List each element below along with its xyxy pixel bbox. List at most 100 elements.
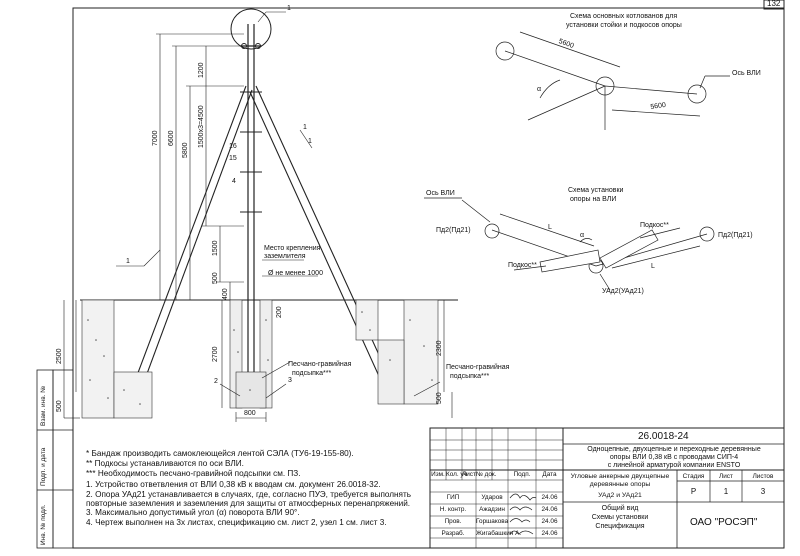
- note-5: повторные заземления и заземления для за…: [86, 499, 411, 508]
- sheet-label: Лист: [719, 473, 733, 480]
- sig-role-0: ГИП: [446, 494, 460, 501]
- stage-value: Р: [690, 487, 697, 496]
- note-3: 1. Устройство ответвления от ВЛИ 0,38 кВ…: [86, 480, 381, 489]
- view-title-2: Схемы установки: [591, 514, 649, 521]
- page-number: 132: [767, 0, 781, 8]
- dim-2300: 2300: [436, 340, 443, 356]
- pit-right: [355, 299, 439, 405]
- dim-7000: 7000: [152, 130, 159, 146]
- callout-1-top: 1: [287, 5, 291, 12]
- scheme1-title: Схема основных котлованов для: [570, 13, 678, 20]
- left-brace: [129, 85, 247, 395]
- dim-500-upper: 500: [212, 272, 219, 284]
- col-list: Лист: [462, 471, 476, 478]
- dim-400: 400: [222, 288, 229, 300]
- scheme2-brace-2: Подкос**: [508, 262, 537, 269]
- sheets-label: Листов: [752, 473, 774, 480]
- scheme2-brace-1: Подкос**: [640, 222, 669, 229]
- callout-1-right: 1: [303, 124, 307, 131]
- scheme1-title-2: установки стойки и подкосов опоры: [566, 22, 682, 29]
- sand-label-2b: подсыпка***: [450, 373, 490, 380]
- scheme2-angle: α: [580, 232, 585, 239]
- col-kol: Кол. уч: [446, 471, 467, 478]
- sig-date-0: 24.06: [541, 494, 558, 501]
- sig-role-3: Разраб.: [441, 530, 465, 537]
- sand-label-1b: подсыпка***: [292, 370, 332, 377]
- callout-1-mid: 1: [308, 138, 312, 145]
- pit-center: [229, 299, 273, 409]
- scheme2-left-node: Пд2(Пд21): [436, 227, 471, 234]
- scheme1-graphics: [495, 31, 730, 130]
- dim-2500: 2500: [56, 348, 63, 364]
- scheme2-len-1: L: [548, 224, 552, 231]
- sig-date-2: 24.06: [541, 518, 558, 525]
- col-data: Дата: [542, 471, 557, 478]
- note-4: 2. Опора УАд21 устанавливается в случаях…: [86, 490, 412, 499]
- scheme2-axis-label: Ось ВЛИ: [426, 190, 455, 197]
- side-label-2: Подп. и дата: [40, 447, 47, 486]
- doc-title-1: Одноцепные, двухцепные и переходные дере…: [587, 446, 761, 453]
- dim-1500x3: 1500х3=4500: [198, 105, 205, 148]
- callout-16: 16: [229, 143, 237, 150]
- page-number-box: [763, 0, 785, 10]
- node-1-circle: [230, 8, 272, 50]
- sig-name-0: Ударов: [481, 494, 503, 501]
- callout-15: 15: [229, 155, 237, 162]
- col-podp: Подп.: [513, 471, 531, 478]
- title-block-grid: [429, 427, 785, 549]
- sig-date-1: 24.06: [541, 506, 558, 513]
- callout-2: 2: [214, 378, 218, 385]
- scheme2-right-node: Пд2(Пд21): [718, 232, 753, 239]
- callout-1-left: 1: [126, 258, 130, 265]
- callout-3: 3: [288, 377, 292, 384]
- scheme2-center-node: УАд2(УАд21): [602, 288, 644, 295]
- dim-1500: 1500: [212, 240, 219, 256]
- sig-name-1: Ажадзин: [479, 506, 505, 513]
- dim-6600: 6600: [168, 130, 175, 146]
- diameter-label: Ø не менее 1000: [268, 270, 323, 277]
- sig-role-2: Пров.: [444, 518, 462, 525]
- sand-label-1: Песчано-гравийная: [288, 361, 352, 368]
- note-7: 4. Чертеж выполнен на 3х листах, специфи…: [86, 518, 387, 527]
- scheme2-title: Схема установки: [568, 187, 624, 194]
- col-izm: Изм.: [431, 471, 445, 478]
- dim-2700: 2700: [212, 346, 219, 362]
- pit-left: [81, 299, 153, 419]
- mounting-place-label-2: заземлителя: [264, 253, 306, 260]
- stage-label: Стадия: [682, 473, 705, 480]
- right-brace: [255, 85, 397, 393]
- note-1: ** Подкосы устанавливаются по оси ВЛИ.: [86, 459, 244, 468]
- sheet-value: 1: [723, 487, 729, 496]
- mounting-place-label: Место крепления: [264, 245, 321, 252]
- note-6: 3. Максимально допустимый угол (α) повор…: [86, 508, 300, 517]
- part-title-2: деревянные опоры: [589, 481, 651, 488]
- sig-role-1: Н. контр.: [439, 506, 467, 513]
- note-2: *** Необходимость песчано-гравийной подс…: [86, 469, 301, 478]
- sig-date-3: 24.06: [541, 530, 558, 537]
- doc-title-3: с линейной арматурой компании ENSTO: [607, 462, 741, 469]
- note-0: * Бандаж производить самоклеющейся ленто…: [86, 449, 354, 458]
- dim-1200: 1200: [198, 62, 205, 78]
- dim-500-right: 500: [436, 392, 443, 404]
- dim-500-left: 500: [56, 400, 63, 412]
- scheme2-title-2: опоры на ВЛИ: [570, 196, 617, 203]
- doc-code: 26.0018-24: [638, 431, 689, 442]
- scheme2-len-2: L: [651, 263, 655, 270]
- side-label-3: Взам. инв. №: [40, 385, 47, 426]
- dim-5800: 5800: [182, 142, 189, 158]
- sheet-frame: [72, 7, 785, 549]
- company-name: ОАО "РОСЭП": [690, 517, 758, 528]
- view-title-3: Спецификация: [595, 523, 645, 530]
- sig-name-2: Горшакова: [476, 518, 509, 525]
- sand-label-2: Песчано-гравийная: [446, 364, 510, 371]
- scheme2-graphics: [424, 197, 715, 291]
- part-title-1: Угловые анкерные двухцепные: [570, 473, 670, 480]
- doc-title-2: опоры ВЛИ 0,38 кВ с проводами СИП-4: [609, 454, 739, 461]
- scheme1-angle: α: [537, 86, 542, 93]
- scheme1-axis-label: Ось ВЛИ: [732, 70, 761, 77]
- side-label-1: Инв. № подл.: [40, 504, 47, 546]
- part-title-3: УАд2 и УАд21: [598, 492, 642, 499]
- dim-200: 200: [276, 306, 283, 318]
